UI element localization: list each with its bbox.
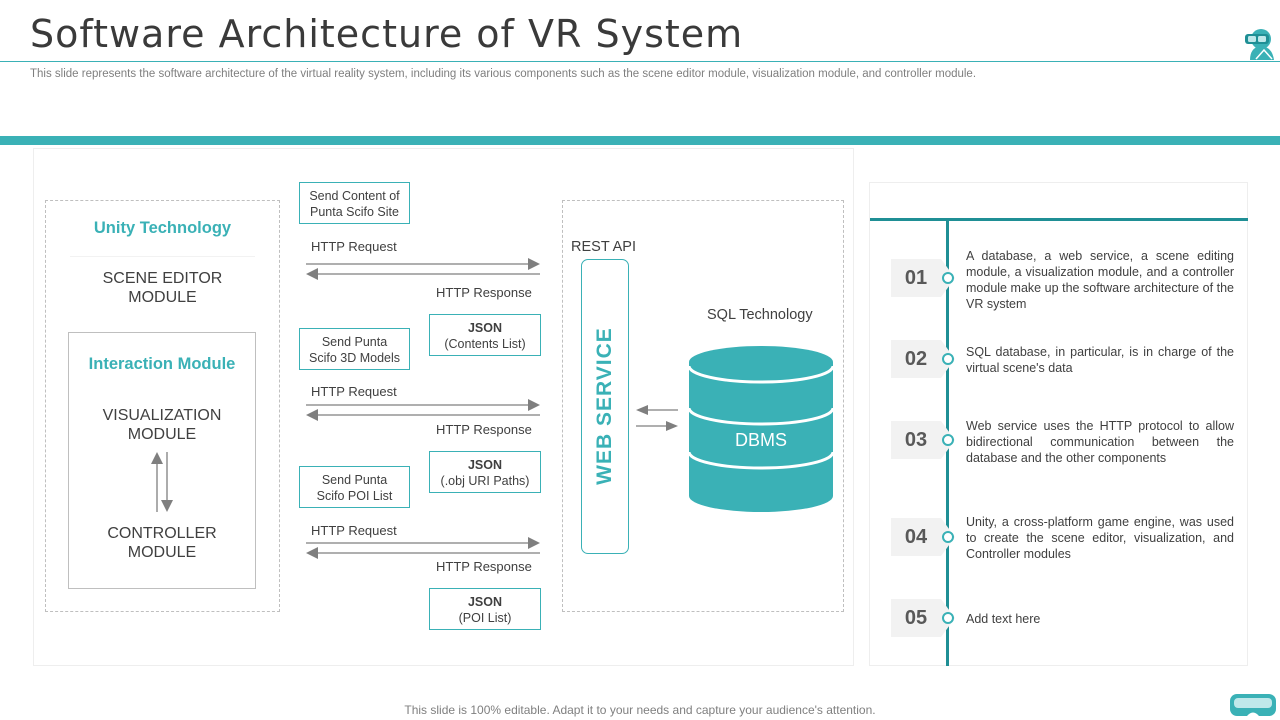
step-description: Unity, a cross-platform game engine, was… xyxy=(966,515,1234,561)
step-description: SQL database, in particular, is in charg… xyxy=(966,345,1234,375)
scene-editor-line-1: SCENE EDITOR xyxy=(102,270,223,287)
step-number: 01 xyxy=(891,259,955,297)
request-response-arrows xyxy=(306,399,540,421)
controller-module: CONTROLLER MODULE xyxy=(68,524,256,562)
scene-editor-module: SCENE EDITOR MODULE xyxy=(45,269,280,307)
interaction-module-box xyxy=(68,332,256,589)
callout-line: Send Punta xyxy=(321,473,388,487)
sql-technology-label: SQL Technology xyxy=(707,307,813,323)
request-response-arrows xyxy=(306,537,540,559)
heading-divider xyxy=(70,256,255,257)
database-cylinder-icon xyxy=(687,346,835,512)
interaction-module-heading: Interaction Module xyxy=(88,355,236,373)
callout-line: Send Content of xyxy=(309,189,400,203)
vr-goggles-icon xyxy=(1230,694,1276,716)
scene-editor-line-2: MODULE xyxy=(128,289,197,306)
http-request-label: HTTP Request xyxy=(311,523,397,538)
timeline-dot xyxy=(942,531,954,543)
timeline-dot xyxy=(942,612,954,624)
unity-technology-heading: Unity Technology xyxy=(93,219,232,237)
send-request-callout: Send Punta Scifo 3D Models xyxy=(299,328,410,370)
timeline-dot xyxy=(942,353,954,365)
controller-line-1: CONTROLLER xyxy=(107,525,217,542)
db-exchange-arrows xyxy=(636,405,678,431)
json-subtitle: (POI List) xyxy=(458,611,512,625)
send-request-callout: Send Punta Scifo POI List xyxy=(299,466,410,508)
timeline-top-rule xyxy=(870,218,1248,221)
step-description: Add text here xyxy=(966,612,1041,626)
page-title: Software Architecture of VR System xyxy=(30,12,744,56)
json-subtitle: (.obj URI Paths) xyxy=(440,474,530,488)
accent-band xyxy=(0,136,1280,145)
unity-technology-box xyxy=(45,200,280,612)
json-title: JSON xyxy=(467,595,503,609)
footer-note: This slide is 100% editable. Adapt it to… xyxy=(404,703,876,717)
http-response-label: HTTP Response xyxy=(436,285,532,300)
title-divider xyxy=(0,61,1280,62)
http-response-label: HTTP Response xyxy=(436,422,532,437)
bidirectional-vertical-arrows xyxy=(151,452,173,512)
http-request-label: HTTP Request xyxy=(311,384,397,399)
callout-line: Punta Scifo Site xyxy=(310,205,399,219)
page-subtitle: This slide represents the software archi… xyxy=(30,68,977,80)
request-response-arrows xyxy=(306,258,540,280)
step-number: 04 xyxy=(891,518,955,556)
callout-line: Send Punta xyxy=(321,335,388,349)
send-request-callout: Send Content of Punta Scifo Site xyxy=(299,182,410,224)
web-service-label: WEB SERVICE xyxy=(593,327,616,485)
rest-api-label: REST API xyxy=(571,239,637,255)
json-title: JSON xyxy=(467,321,503,335)
http-request-label: HTTP Request xyxy=(311,239,397,254)
step-number: 05 xyxy=(891,599,955,637)
callout-line: Scifo 3D Models xyxy=(308,351,400,365)
json-title: JSON xyxy=(467,458,503,472)
http-response-label: HTTP Response xyxy=(436,559,532,574)
vr-headset-person-icon xyxy=(1245,29,1274,60)
dbms-label: DBMS xyxy=(734,430,787,450)
json-response-callout: JSON (Contents List) xyxy=(429,314,541,356)
visualization-line-2: MODULE xyxy=(127,426,197,443)
visualization-module: VISUALIZATION MODULE xyxy=(68,406,256,444)
json-response-callout: JSON (POI List) xyxy=(429,588,541,630)
step-number: 02 xyxy=(891,340,955,378)
step-description: Web service uses the HTTP protocol to al… xyxy=(966,419,1234,465)
visualization-line-1: VISUALIZATION xyxy=(102,407,222,424)
server-box xyxy=(562,200,844,612)
step-number: 03 xyxy=(891,421,955,459)
timeline-dot xyxy=(942,434,954,446)
json-response-callout: JSON (.obj URI Paths) xyxy=(429,451,541,493)
controller-line-2: MODULE xyxy=(127,544,197,561)
callout-line: Scifo POI List xyxy=(316,489,393,503)
json-subtitle: (Contents List) xyxy=(444,337,526,351)
step-description: A database, a web service, a scene editi… xyxy=(966,249,1234,311)
web-service-box xyxy=(581,259,629,554)
timeline-dot xyxy=(942,272,954,284)
